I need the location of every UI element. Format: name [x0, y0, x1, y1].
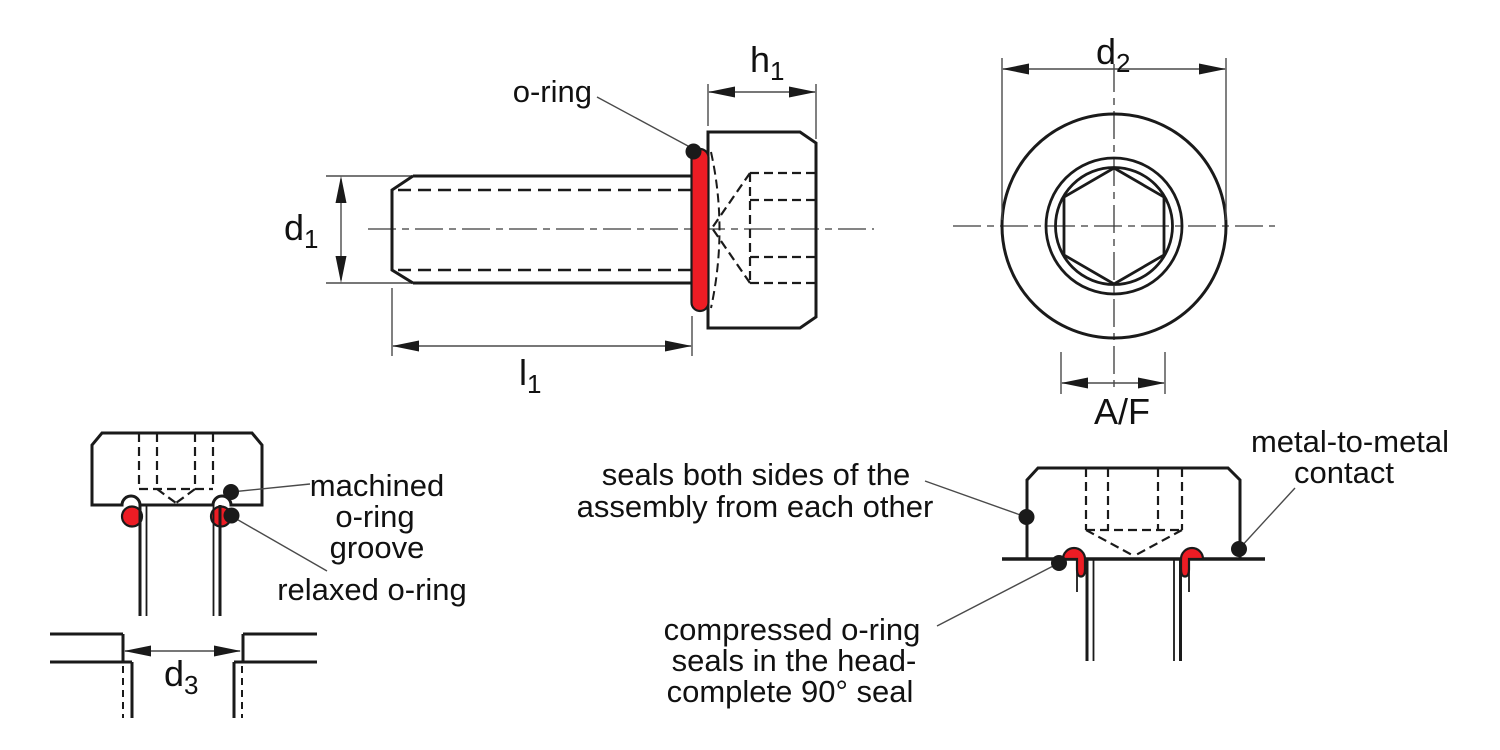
assembly-head-outline: [1025, 466, 1242, 561]
compressed-dot: [1051, 555, 1067, 571]
l1-arrow-right: [665, 340, 692, 352]
compressed-annotation-line1: compressed o-ring: [664, 612, 921, 647]
h1-arrow-right: [789, 86, 816, 98]
compressed-oring-right: [1179, 546, 1205, 578]
dimension-d1: d1: [284, 175, 413, 284]
seals-annotation-line1: seals both sides of the: [602, 457, 910, 492]
relaxed-oring-leader: [232, 516, 328, 572]
metal-contact-label-line2: contact: [1294, 455, 1394, 490]
oring-groove-hidden-arc: [710, 151, 721, 309]
d2-arrow-right: [1199, 63, 1226, 75]
hex-socket-hidden-lines: [711, 171, 816, 285]
plate-left-outline: [50, 632, 134, 718]
assembly-socket-hidden-lines: [1084, 468, 1184, 557]
relaxed-oring-left: [120, 505, 144, 528]
d3-arrow-right: [214, 645, 241, 657]
metal-contact-leader: [1238, 487, 1296, 550]
machined-groove-label-line3: groove: [330, 530, 425, 565]
side-view-screw: d1 h1 l1 o-ring: [284, 39, 874, 399]
l1-arrow-left: [392, 340, 419, 352]
d2-extension-lines: [1001, 58, 1227, 220]
assembly-shaft-inner-lines: [1092, 559, 1175, 661]
machined-groove-leader: [230, 483, 311, 493]
screw-head-outline: [706, 130, 818, 330]
dimension-d2: d2: [1001, 31, 1227, 220]
machined-groove-label-line2: o-ring: [335, 499, 414, 534]
dimension-h1: h1: [707, 39, 817, 139]
d2-label: d2: [1096, 31, 1131, 78]
metal-contact-dot: [1231, 541, 1247, 557]
oring-label: o-ring: [513, 74, 592, 109]
h1-label: h1: [750, 39, 785, 86]
groove-detail-view: d3 machined o-ring groove relaxed o-ring: [50, 431, 467, 718]
detail-shaft-outer-lines: [138, 505, 222, 616]
front-view-head: d2 A/F: [953, 31, 1275, 432]
oring-leader-dot: [685, 143, 702, 160]
d2-arrow-left: [1002, 63, 1029, 75]
machined-groove-dot: [223, 484, 239, 500]
front-center-lines: [953, 64, 1275, 388]
oring-seal-side: [690, 147, 710, 313]
seals-annotation-line2: assembly from each other: [577, 489, 934, 524]
hex-socket-outline: [1062, 166, 1166, 286]
l1-label: l1: [519, 352, 541, 399]
detail-socket-hidden-lines: [137, 433, 215, 504]
counterbore-circle: [1044, 156, 1184, 296]
dimension-af: A/F: [1060, 352, 1166, 432]
af-arrow-left: [1061, 377, 1088, 389]
l1-extension-lines: [391, 288, 693, 356]
d3-arrow-left: [124, 645, 151, 657]
head-outer-circle: [1000, 112, 1228, 340]
af-arrow-right: [1138, 377, 1165, 389]
d1-extension-lines: [326, 175, 413, 284]
compressed-oring-left: [1061, 546, 1087, 578]
d1-label: d1: [284, 207, 319, 254]
relaxed-oring-label: relaxed o-ring: [277, 572, 467, 607]
compressed-annotation-line2: seals in the head-: [672, 643, 917, 678]
h1-extension-lines: [707, 84, 817, 139]
thread-hidden-lines: [398, 188, 692, 272]
plate-right-outline: [232, 632, 317, 718]
seals-dot: [1018, 509, 1035, 525]
af-label: A/F: [1094, 391, 1150, 432]
assembly-shaft-outer-lines: [1085, 559, 1182, 661]
d3-label: d3: [164, 653, 199, 700]
machined-groove-label-line1: machined: [310, 468, 444, 503]
h1-arrow-left: [708, 86, 735, 98]
screw-shaft-outline: [390, 174, 692, 285]
compressed-leader: [936, 562, 1060, 627]
plate-with-hole: d3: [50, 632, 317, 718]
assembly-view: seals both sides of the assembly from ea…: [577, 424, 1449, 709]
oring-leader-line: [596, 96, 689, 147]
relaxed-oring-dot: [223, 507, 240, 524]
af-extension-lines: [1060, 352, 1166, 394]
seals-leader: [924, 480, 1027, 518]
compressed-annotation-line3: complete 90° seal: [667, 674, 914, 709]
detail-shaft-inner-lines: [145, 505, 215, 616]
d1-arrow-down: [335, 256, 347, 283]
dimension-l1: l1: [391, 288, 693, 399]
d1-arrow-up: [335, 176, 347, 203]
metal-contact-label-line1: metal-to-metal: [1251, 424, 1449, 459]
